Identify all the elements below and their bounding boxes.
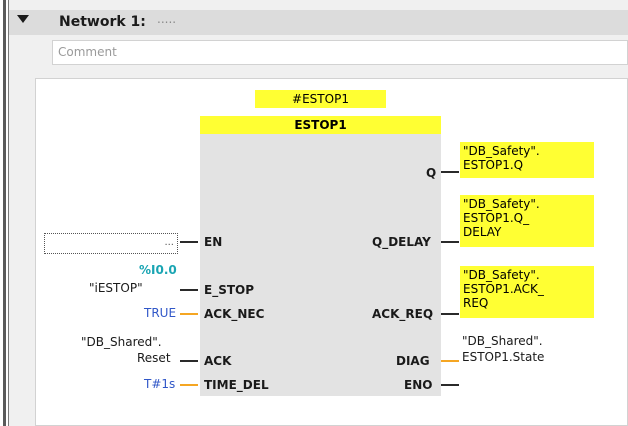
time-del-value[interactable]: T#1s xyxy=(144,377,176,391)
pin-ack-req[interactable]: ACK_REQ xyxy=(372,307,434,321)
collapse-triangle-icon[interactable] xyxy=(17,15,29,23)
diag-operand-line1[interactable]: "DB_Shared". xyxy=(462,334,543,348)
pin-q-delay[interactable]: Q_DELAY xyxy=(372,235,431,249)
pin-eno[interactable]: ENO xyxy=(404,378,433,392)
en-input-dots: ... xyxy=(164,237,174,248)
instance-db-label[interactable]: #ESTOP1 xyxy=(255,90,386,108)
q-delay-wire xyxy=(441,241,459,243)
block-title: ESTOP1 xyxy=(200,116,441,134)
en-input-field[interactable]: ... xyxy=(44,233,178,254)
function-block-estop1[interactable]: ESTOP1 xyxy=(200,116,441,396)
q-operand-line1: "DB_Safety". xyxy=(463,144,540,158)
pin-ack-nec[interactable]: ACK_NEC xyxy=(204,307,265,321)
pin-e-stop[interactable]: E_STOP xyxy=(204,283,255,297)
e-stop-address[interactable]: %I0.0 xyxy=(139,263,177,277)
pin-q[interactable]: Q xyxy=(426,166,437,180)
e-stop-tag[interactable]: "iESTOP" xyxy=(89,281,143,295)
ack-req-operand-line2: ESTOP1.ACK_ xyxy=(463,282,544,296)
ack-req-output-operand[interactable]: "DB_Safety". ESTOP1.ACK_ REQ xyxy=(460,266,594,318)
network-title: Network 1: xyxy=(59,14,146,30)
q-operand-line2: ESTOP1.Q xyxy=(463,158,524,172)
pin-ack[interactable]: ACK xyxy=(204,354,232,368)
q-delay-output-operand[interactable]: "DB_Safety". ESTOP1.Q_ DELAY xyxy=(460,195,594,247)
pin-diag[interactable]: DIAG xyxy=(396,354,430,368)
ack-operand-line2[interactable]: Reset xyxy=(137,351,171,365)
pin-time-del[interactable]: TIME_DEL xyxy=(204,378,269,392)
diag-operand-line2[interactable]: ESTOP1.State xyxy=(462,350,545,364)
ack-nec-wire xyxy=(180,313,198,315)
q-delay-operand-line2: ESTOP1.Q_ xyxy=(463,211,530,225)
time-del-wire xyxy=(180,384,198,386)
pin-en[interactable]: EN xyxy=(204,235,223,249)
eno-wire xyxy=(441,384,459,386)
diag-wire xyxy=(441,360,459,362)
left-scroll-strip xyxy=(0,0,9,426)
network-header[interactable]: Network 1: ..... xyxy=(9,10,628,35)
en-wire xyxy=(180,241,198,243)
ack-operand-line1[interactable]: "DB_Shared". xyxy=(81,335,162,349)
q-output-operand[interactable]: "DB_Safety". ESTOP1.Q xyxy=(460,142,594,178)
q-delay-operand-line1: "DB_Safety". xyxy=(463,197,540,211)
ack-nec-value[interactable]: TRUE xyxy=(144,306,177,320)
ack-wire xyxy=(180,360,198,362)
network-comment-field[interactable]: Comment xyxy=(52,40,628,65)
comment-placeholder: Comment xyxy=(58,45,117,59)
ack-req-operand-line1: "DB_Safety". xyxy=(463,268,540,282)
e-stop-wire xyxy=(180,289,198,291)
ack-req-wire xyxy=(441,313,459,315)
left-strip-edge xyxy=(3,0,6,426)
q-wire xyxy=(441,171,459,173)
network-title-dots[interactable]: ..... xyxy=(157,12,177,26)
ack-req-operand-line3: REQ xyxy=(463,296,489,310)
q-delay-operand-line3: DELAY xyxy=(463,225,502,239)
